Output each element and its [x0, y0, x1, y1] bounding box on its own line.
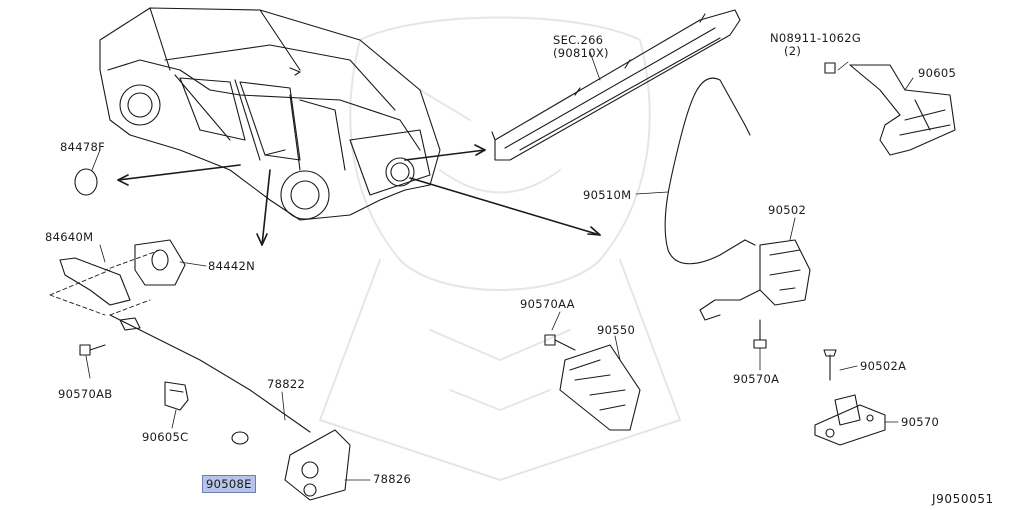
label-78822: 78822: [267, 377, 306, 391]
part-90550-actuator: [559, 344, 641, 431]
label-84442n: 84442N: [208, 259, 255, 273]
label-90550: 90550: [597, 323, 636, 337]
label-84640m: 84640M: [45, 230, 94, 244]
label-sec266: SEC.266 (90810X): [553, 34, 609, 60]
label-08911: N08911-1062G (2): [770, 32, 861, 58]
label-90810x-text: (90810X): [553, 46, 609, 60]
label-90570: 90570: [901, 415, 940, 429]
part-90570-striker: [814, 394, 886, 446]
dashed-leaders: [49, 249, 161, 316]
label-90502: 90502: [768, 203, 807, 217]
label-90508e-highlighted[interactable]: 90508E: [202, 475, 256, 493]
part-84478f-cap: [74, 168, 98, 196]
label-84478f: 84478F: [60, 140, 105, 154]
pointer-arrows: [117, 144, 601, 246]
label-90510m: 90510M: [583, 188, 632, 202]
part-spoiler: [491, 9, 741, 161]
vehicle-outline: [99, 7, 441, 221]
part-90570aa-bolt: [544, 334, 576, 351]
part-78822-rod: [109, 314, 311, 433]
diagram-code: J9050051: [932, 492, 994, 506]
part-78826-cover: [284, 429, 351, 501]
part-90570a-bolt: [753, 319, 767, 349]
label-08911-text: N08911-1062G: [770, 31, 862, 45]
part-90605-hinge: [824, 62, 956, 156]
label-qty2-text: (2): [784, 44, 802, 58]
part-90510m-cable: [664, 77, 756, 265]
label-90605c: 90605C: [142, 430, 189, 444]
part-90570ab-bolt: [79, 344, 106, 356]
part-90502a-bolt: [823, 349, 837, 381]
label-90570ab: 90570AB: [58, 387, 113, 401]
label-leaders: [85, 51, 914, 481]
label-90570aa: 90570AA: [520, 297, 575, 311]
part-84442n-plate: [134, 239, 186, 286]
part-90502-latch: [699, 239, 811, 321]
part-90508e-grommet: [231, 431, 249, 445]
label-90605: 90605: [918, 66, 957, 80]
label-90502a: 90502A: [860, 359, 907, 373]
label-90570a: 90570A: [733, 372, 780, 386]
label-sec266-text: SEC.266: [553, 33, 604, 47]
part-90605c-clip: [164, 381, 189, 411]
label-78826: 78826: [373, 472, 412, 486]
part-84640m-handle: [59, 257, 131, 306]
